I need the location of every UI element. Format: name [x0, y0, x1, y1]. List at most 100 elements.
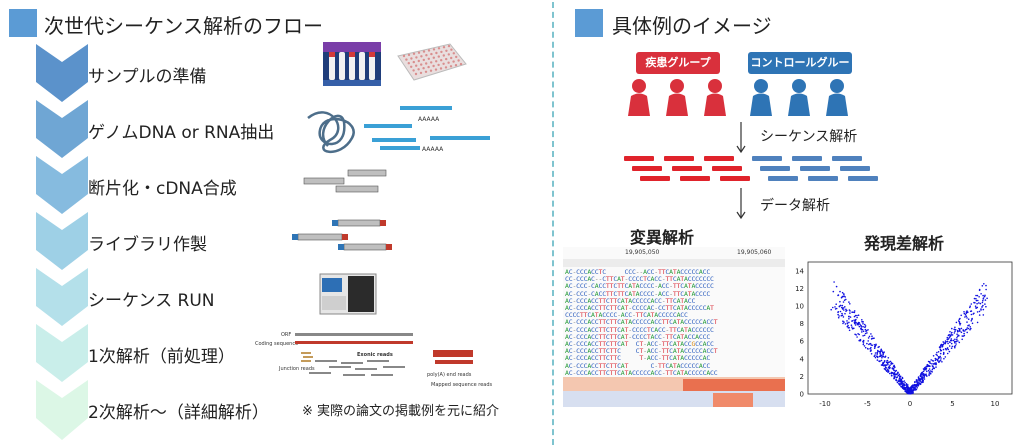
volcano-point	[965, 328, 968, 331]
volcano-point	[861, 331, 863, 333]
volcano-point	[946, 352, 949, 355]
expression-analysis-title: 発現差解析	[864, 234, 945, 253]
volcano-point	[844, 296, 846, 298]
chevron-5	[36, 268, 88, 326]
volcano-point	[853, 310, 856, 312]
coord-label-1: 19,905,050	[625, 249, 660, 256]
volcano-point	[973, 301, 975, 304]
sequence-row: AC-CCCACCTTCTTCATACCCCCACC-TTCATACC	[565, 296, 696, 305]
volcano-point	[969, 310, 972, 313]
volcano-point	[951, 345, 954, 348]
example-note: ※ 実際の論文の掲載例を元に紹介	[302, 404, 500, 419]
volcano-point	[929, 365, 931, 367]
volcano-point	[867, 337, 870, 339]
volcano-point	[860, 325, 863, 327]
volcano-point	[906, 391, 908, 394]
volcano-point	[929, 362, 931, 365]
volcano-point	[944, 341, 947, 344]
volcano-point	[966, 331, 968, 334]
volcano-point	[939, 346, 941, 349]
volcano-point	[853, 311, 856, 314]
volcano-point	[914, 381, 916, 383]
polya-reads-label: poly(A) end reads	[427, 372, 472, 378]
volcano-point	[835, 285, 838, 288]
sequence-row: AC-CCCACCTC CCC--ACC-TTCATACCCCCACC	[565, 268, 711, 276]
volcano-point	[950, 338, 953, 340]
volcano-point	[892, 369, 895, 371]
volcano-point	[946, 340, 949, 343]
volcano-point	[980, 293, 982, 295]
volcano-point	[843, 293, 845, 295]
volcano-point	[874, 354, 876, 356]
chevron-1	[36, 44, 88, 102]
volcano-point	[986, 297, 988, 300]
mapped-reads-label: Mapped sequence reads	[431, 382, 493, 388]
volcano-point	[985, 288, 987, 291]
volcano-point	[914, 386, 916, 389]
volcano-point	[947, 338, 950, 340]
volcano-point	[953, 332, 956, 334]
volcano-point	[947, 348, 950, 351]
volcano-point	[851, 311, 853, 313]
step-secondary-analysis: 2次解析～（詳細解析）	[88, 403, 269, 423]
sequence-row: AC-CCCACCTTCTTC T-ACC-TTCATACCCCCAC	[565, 354, 711, 363]
volcano-point	[929, 361, 931, 363]
volcano-point	[984, 294, 986, 297]
volcano-point	[976, 321, 979, 324]
volcano-point	[925, 373, 927, 375]
volcano-point	[963, 312, 966, 315]
volcano-point	[941, 346, 943, 348]
volcano-point	[867, 340, 869, 342]
volcano-point	[887, 371, 890, 373]
volcano-point	[922, 374, 925, 377]
volcano-point	[949, 334, 952, 337]
volcano-point	[937, 360, 939, 362]
volcano-point	[972, 313, 974, 315]
volcano-point	[850, 324, 853, 326]
volcano-point	[835, 303, 837, 305]
volcano-point	[934, 363, 936, 365]
volcano-point	[900, 383, 902, 385]
volcano-point	[976, 294, 979, 297]
coord-label-2: 19,905,060	[737, 249, 772, 256]
volcano-point	[894, 373, 897, 376]
volcano-point	[970, 303, 973, 305]
volcano-point	[853, 319, 855, 321]
volcano-point	[887, 363, 889, 366]
volcano-point	[854, 320, 857, 322]
volcano-point	[830, 308, 832, 311]
volcano-point	[958, 321, 961, 323]
volcano-point	[962, 335, 964, 337]
volcano-point	[864, 325, 867, 327]
volcano-point	[985, 305, 987, 308]
volcano-point	[845, 308, 847, 311]
volcano-point	[869, 347, 871, 350]
volcano-point	[931, 368, 934, 371]
volcano-point	[948, 337, 950, 339]
volcano-point	[983, 295, 986, 298]
volcano-point	[866, 342, 868, 345]
volcano-point	[940, 349, 942, 352]
variant-alignment-panel: 19,905,050 19,905,060 AC-CCCACCTC CCC--A…	[563, 247, 785, 407]
volcano-point	[903, 386, 906, 389]
volcano-point	[970, 313, 973, 316]
volcano-point	[847, 327, 850, 329]
volcano-point	[846, 309, 848, 312]
volcano-point	[926, 375, 928, 377]
volcano-point	[895, 369, 897, 372]
volcano-point	[932, 355, 935, 357]
volcano-point	[870, 353, 873, 355]
volcano-point	[916, 381, 918, 384]
volcano-point	[897, 372, 899, 374]
volcano-point	[855, 321, 857, 324]
volcano-point	[856, 314, 858, 317]
volcano-point	[954, 338, 956, 341]
sequence-row: AC-CCCACCTTCTTCAT C-TTCATACCCCCACC	[565, 361, 711, 370]
volcano-point	[948, 350, 951, 353]
volcano-point	[881, 351, 884, 354]
volcano-point	[948, 333, 950, 336]
volcano-point	[939, 345, 942, 347]
volcano-point	[864, 332, 867, 335]
volcano-point	[873, 347, 876, 349]
volcano-point	[886, 359, 889, 362]
